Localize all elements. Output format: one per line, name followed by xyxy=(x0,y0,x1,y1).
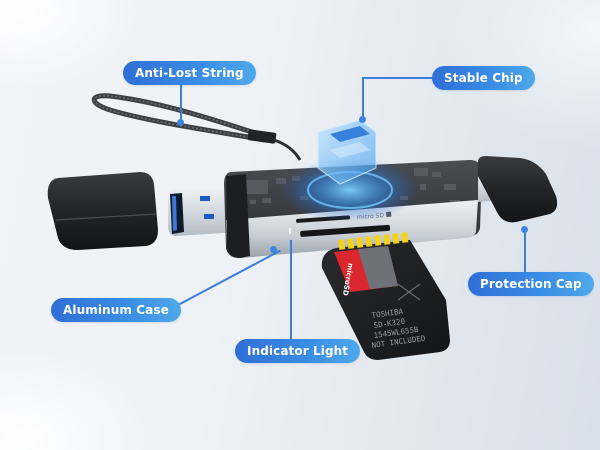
svg-text:SD-K320: SD-K320 xyxy=(373,317,406,330)
leader-indicator-light xyxy=(290,240,292,340)
label-aluminum-case: Aluminum Case xyxy=(51,298,181,322)
anchor-anti-lost-string xyxy=(177,119,184,126)
label-indicator-light: Indicator Light xyxy=(235,339,361,363)
leader-protection-cap xyxy=(524,230,526,272)
label-anti-lost-string: Anti-Lost String xyxy=(123,61,256,85)
anchor-stable-chip xyxy=(359,116,366,123)
leader-stable-chip-h xyxy=(362,77,434,79)
anchor-aluminum-case xyxy=(270,246,277,253)
usb-a-cap xyxy=(47,172,158,250)
leader-anti-lost-string xyxy=(180,84,182,122)
sd-slot xyxy=(300,224,391,237)
usb-c-cap xyxy=(478,156,558,223)
svg-text:TOSHIBA: TOSHIBA xyxy=(371,307,404,320)
label-stable-chip: Stable Chip xyxy=(432,66,535,90)
sd-card: microSD TOSHIBA SD-K320 1545WL655B NOT I… xyxy=(321,232,450,360)
anchor-protection-cap xyxy=(521,226,528,233)
chip-glow xyxy=(280,158,420,222)
label-protection-cap: Protection Cap xyxy=(468,272,594,296)
leader-stable-chip-v xyxy=(362,77,364,119)
usb-a-plug xyxy=(168,184,238,236)
